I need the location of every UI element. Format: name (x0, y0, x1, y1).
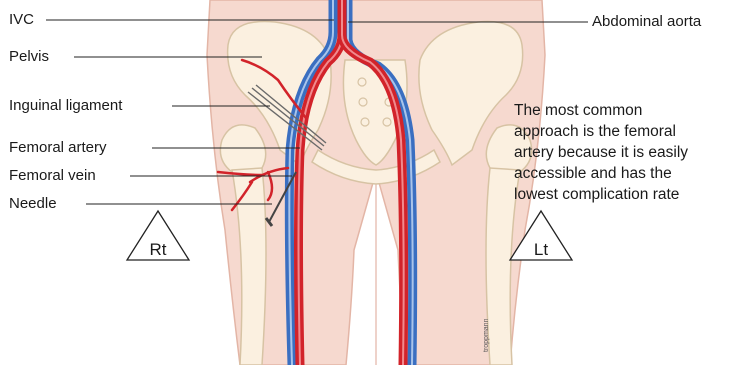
caption-line-4: accessible and has the (514, 165, 672, 182)
label-inguinal-ligament: Inguinal ligament (9, 97, 123, 114)
label-femoral-artery: Femoral artery (9, 139, 107, 156)
label-ivc: IVC (9, 11, 34, 28)
caption-line-1: The most common (514, 102, 642, 119)
caption-line-5: lowest complication rate (514, 186, 679, 203)
right-side-label: Rt (150, 240, 167, 259)
left-side-label: Lt (534, 240, 548, 259)
label-abdominal-aorta: Abdominal aorta (592, 13, 702, 30)
caption-line-3: artery because it is easily (514, 144, 688, 161)
caption-text: The most common approach is the femoral … (514, 102, 688, 203)
artist-signature: troppmann (483, 318, 490, 352)
right-side-marker: Rt (127, 211, 189, 260)
label-needle: Needle (9, 195, 57, 212)
caption-line-2: approach is the femoral (514, 123, 676, 140)
label-pelvis: Pelvis (9, 48, 49, 65)
label-femoral-vein: Femoral vein (9, 167, 96, 184)
